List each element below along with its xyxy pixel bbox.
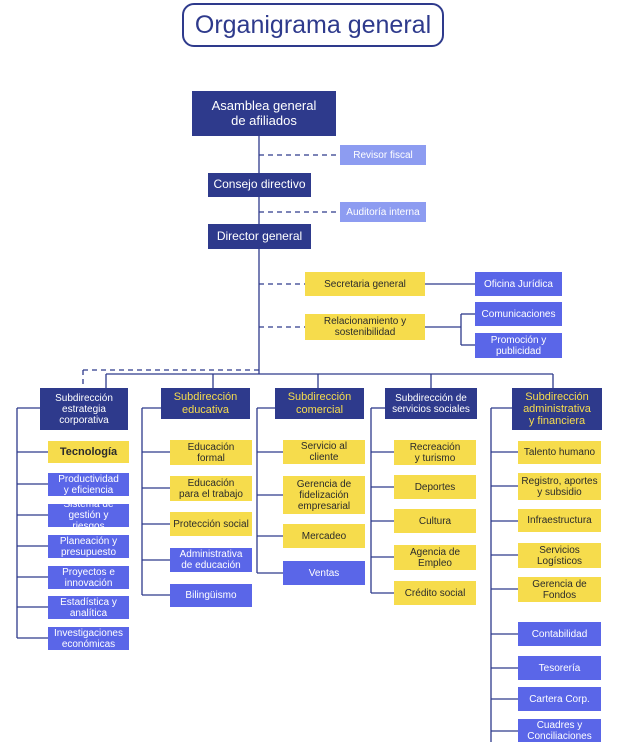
revisor-fiscal-box: Revisor fiscal	[340, 145, 426, 165]
talento-humano-box: Talento humano	[518, 441, 601, 464]
investigaciones-box: Investigaciones económicas	[48, 627, 129, 650]
page-title: Organigrama general	[182, 3, 444, 47]
agencia-empleo-box: Agencia de Empleo	[394, 545, 476, 570]
sistema-gestion-box: Sistema de gestión y riesgos	[48, 499, 129, 532]
proyectos-box: Proyectos e innovación	[48, 566, 129, 589]
subdireccion-administrativa-header: Subdirección administrativa y financiera	[512, 388, 602, 430]
cultura-box: Cultura	[394, 509, 476, 533]
planeacion-box: Planeación y presupuesto	[48, 535, 129, 558]
subdireccion-servicios-header: Subdirección de servicios sociales	[385, 388, 477, 419]
auditoria-interna-box: Auditoría interna	[340, 202, 426, 222]
educacion-trabajo-box: Educación para el trabajo	[170, 476, 252, 501]
bilinguismo-box: Bilingüismo	[170, 584, 252, 607]
subdireccion-educativa-header: Subdirección educativa	[161, 388, 250, 419]
infraestructura-box: Infraestructura	[518, 509, 601, 532]
oficina-juridica-box: Oficina Jurídica	[475, 272, 562, 296]
servicios-logisticos-box: Servicios Logísticos	[518, 543, 601, 568]
cartera-corp-box: Cartera Corp.	[518, 687, 601, 711]
promocion-box: Promoción y publicidad	[475, 333, 562, 358]
asamblea-general-box: Asamblea general de afiliados	[192, 91, 336, 136]
consejo-directivo-box: Consejo directivo	[208, 173, 311, 197]
ventas-box: Ventas	[283, 561, 365, 585]
administrativa-educacion-box: Administrativa de educación	[170, 548, 252, 572]
relacionamiento-box: Relacionamiento y sostenibilidad	[305, 314, 425, 340]
servicio-cliente-box: Servicio al cliente	[283, 440, 365, 464]
deportes-box: Deportes	[394, 475, 476, 499]
comunicaciones-box: Comunicaciones	[475, 302, 562, 326]
recreacion-box: Recreación y turismo	[394, 440, 476, 465]
mercadeo-box: Mercadeo	[283, 524, 365, 548]
director-general-box: Director general	[208, 224, 311, 249]
gerencia-fidelizacion-box: Gerencia de fidelización empresarial	[283, 476, 365, 514]
secretaria-general-box: Secretaria general	[305, 272, 425, 296]
contabilidad-box: Contabilidad	[518, 622, 601, 646]
estadistica-box: Estadística y analítica	[48, 596, 129, 619]
tecnologia-box: Tecnología	[48, 441, 129, 463]
tesoreria-box: Tesorería	[518, 656, 601, 680]
subdireccion-comercial-header: Subdirección comercial	[275, 388, 364, 419]
productividad-box: Productividad y eficiencia	[48, 473, 129, 496]
cuadres-conciliaciones-box: Cuadres y Conciliaciones	[518, 719, 601, 742]
registro-aportes-box: Registro, aportes y subsidio	[518, 473, 601, 500]
gerencia-fondos-box: Gerencia de Fondos	[518, 577, 601, 602]
educacion-formal-box: Educación formal	[170, 440, 252, 465]
subdireccion-estrategia-header: Subdirección estrategia corporativa	[40, 388, 128, 430]
credito-social-box: Crédito social	[394, 581, 476, 605]
proteccion-social-box: Protección social	[170, 512, 252, 536]
